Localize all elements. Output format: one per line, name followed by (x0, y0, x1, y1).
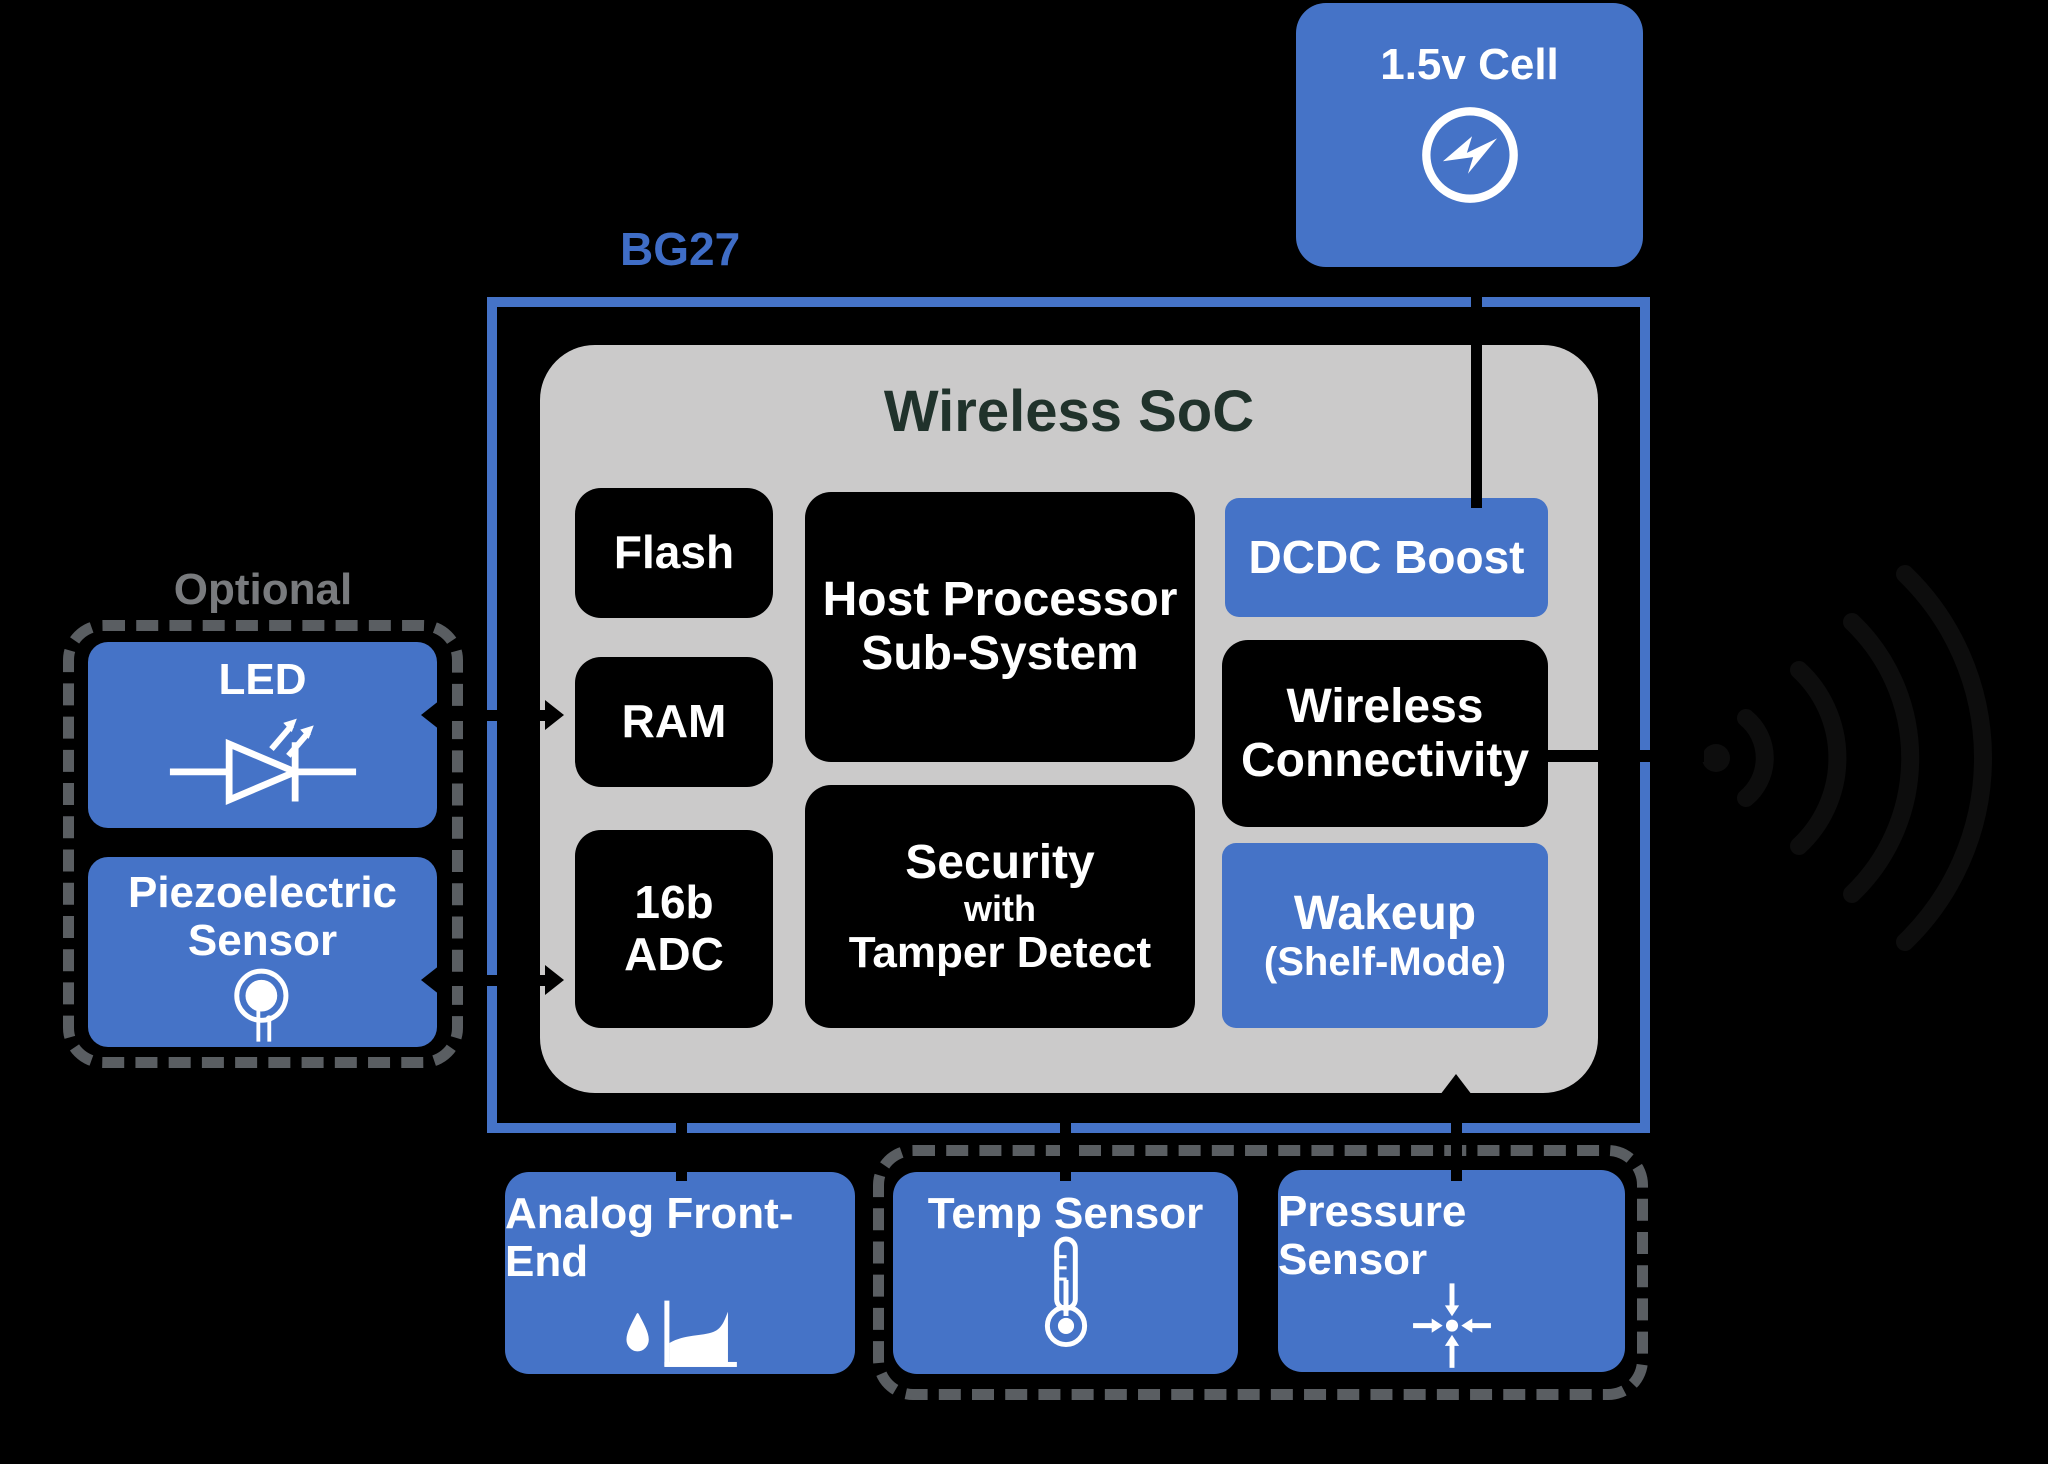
security-box: Security with Tamper Detect (805, 785, 1195, 1028)
wakeup-box: Wakeup (Shelf-Mode) (1222, 843, 1548, 1028)
optional-label: Optional (173, 565, 353, 614)
wireless-connectivity-box: Wireless Connectivity (1222, 640, 1548, 827)
temp-label: Temp Sensor (927, 1189, 1204, 1238)
battery-bolt-icon (1421, 107, 1518, 204)
connector-led-to-soc (437, 710, 549, 721)
cell-label: 1.5v Cell (1380, 40, 1559, 89)
sensors-dashed-container (873, 1145, 1648, 1400)
arrowhead-left-piezo (421, 965, 440, 995)
dcdc-label: DCDC Boost (1248, 530, 1525, 583)
ram-label: RAM (621, 695, 727, 748)
adc-label-line1: 16b (634, 876, 714, 929)
afe-label: Analog Front-End (505, 1189, 794, 1287)
host-label-line1: Host Processor (822, 573, 1178, 627)
wakeup-label-line1: Wakeup (1293, 886, 1477, 940)
analog-waveform-icon (626, 1300, 737, 1367)
connector-soc-to-pressure (1451, 1093, 1462, 1181)
flash-label: Flash (613, 526, 735, 579)
temp-sensor-box: Temp Sensor (893, 1172, 1238, 1374)
piezo-disc-icon (233, 968, 288, 1042)
thermometer-icon (1044, 1236, 1087, 1348)
wakeup-label-line2: (Shelf-Mode) (1263, 940, 1507, 985)
connector-piezo-to-soc (437, 975, 549, 986)
led-box: LED (88, 642, 437, 828)
analog-front-end-box: Analog Front-End (505, 1172, 855, 1374)
dcdc-boost-box: DCDC Boost (1225, 498, 1548, 617)
piezo-box: Piezoelectric Sensor (88, 857, 437, 1047)
piezo-label-line2: Sensor (187, 916, 338, 966)
host-label-line2: Sub-System (861, 627, 1139, 680)
wifi-waves-icon (1702, 565, 1992, 951)
pressure-arrows-icon (1412, 1283, 1491, 1368)
arrowhead-up-into-soc (1440, 1074, 1472, 1095)
piezo-label-line1: Piezoelectric (127, 868, 398, 917)
flash-box: Flash (575, 488, 773, 618)
arrowhead-left-led (421, 700, 440, 730)
wireless-label-line1: Wireless (1286, 679, 1484, 733)
led-label: LED (218, 655, 307, 704)
bg27-label: BG27 (620, 223, 741, 275)
adc-box: 16b ADC (575, 830, 773, 1028)
host-processor-box: Host Processor Sub-System (805, 492, 1195, 762)
wireless-soc-title: Wireless SoC (883, 379, 1255, 444)
connector-soc-to-afe (676, 1093, 687, 1181)
security-label-line3: Tamper Detect (848, 927, 1152, 977)
arrowhead-right-led (545, 700, 564, 730)
pressure-label: Pressure Sensor (1278, 1187, 1467, 1285)
ram-box: RAM (575, 657, 773, 787)
security-label-line2: with (964, 888, 1036, 930)
arrowhead-right-piezo (545, 965, 564, 995)
pressure-sensor-box: Pressure Sensor (1278, 1170, 1625, 1372)
cell-box: 1.5v Cell (1296, 3, 1643, 267)
security-label-line1: Security (905, 835, 1095, 889)
connector-wireless-to-antenna (1546, 750, 1704, 762)
wireless-label-line2: Connectivity (1240, 733, 1530, 787)
connector-cell-to-dcdc (1471, 268, 1482, 508)
adc-label-line2: ADC (624, 928, 724, 980)
led-diode-icon (169, 719, 356, 806)
optional-dashed-container (63, 620, 463, 1068)
connector-soc-to-temp (1060, 1093, 1071, 1181)
